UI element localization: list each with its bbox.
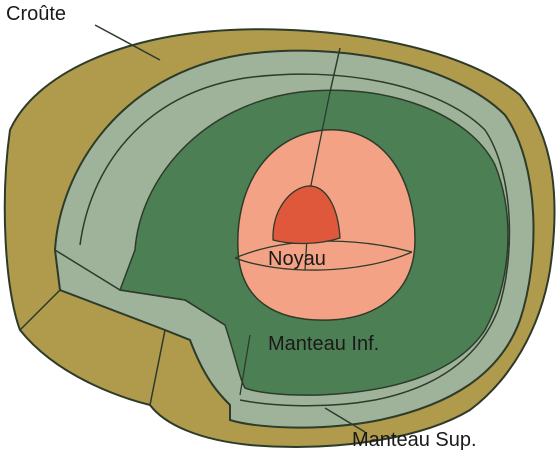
core-label: Noyau <box>268 248 326 270</box>
lower-mantle-label: Manteau Inf. <box>268 333 379 355</box>
crust-label: Croûte <box>6 3 66 25</box>
upper-mantle-label: Manteau Sup. <box>352 429 477 451</box>
